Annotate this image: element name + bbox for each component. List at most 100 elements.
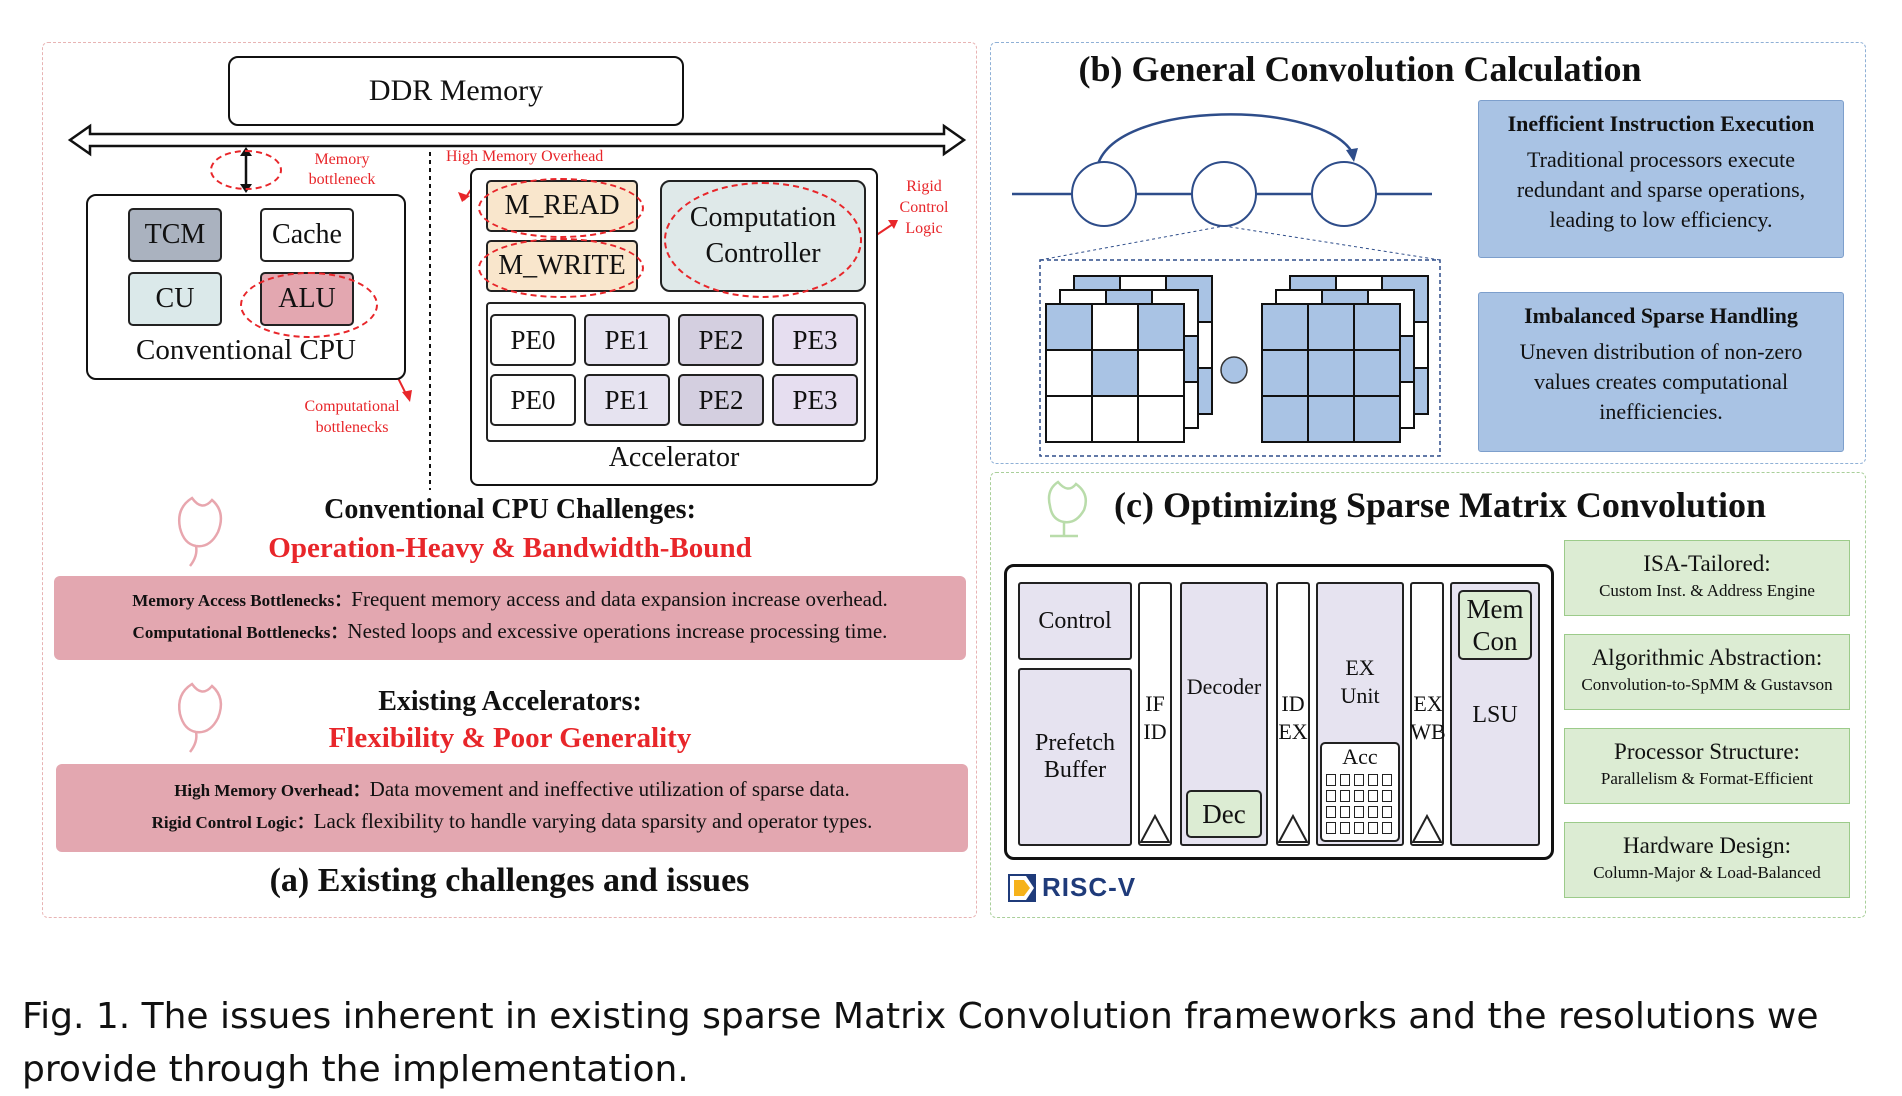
- issue-text: Lack flexibility to handle varying data …: [313, 809, 873, 833]
- tulip-icon: [178, 682, 223, 753]
- issue-key: High Memory Overhead：: [174, 781, 370, 800]
- acc-block: [1320, 742, 1400, 842]
- pe-cell: PE0: [490, 314, 576, 366]
- feature-card: ISA-Tailored:Custom Inst. & Address Engi…: [1564, 540, 1850, 616]
- control-label: Control: [1038, 607, 1112, 634]
- acc-cell: [1354, 806, 1364, 818]
- pe-cell: PE1: [584, 314, 670, 366]
- acc-cell: [1340, 774, 1350, 786]
- decoder-label: Decoder: [1186, 674, 1262, 699]
- panel-c: [990, 472, 1866, 918]
- prefetch-buffer-block: Prefetch Buffer: [1018, 668, 1132, 846]
- accel-issues-box: [56, 764, 968, 852]
- ex-unit-label: EX Unit: [1340, 655, 1380, 708]
- acc-cell: [1326, 806, 1336, 818]
- tulip-icon: [1047, 480, 1087, 538]
- feature-card: Processor Structure:Parallelism & Format…: [1564, 728, 1850, 804]
- alu-ellipse: [240, 272, 378, 338]
- acc-cell: [1382, 774, 1392, 786]
- node-circle: [1311, 161, 1377, 227]
- acc-cell: [1354, 822, 1364, 834]
- pe-cell: PE3: [772, 374, 858, 426]
- pipeline-frame: [1004, 564, 1554, 860]
- panel-a: [42, 42, 977, 918]
- matrix-cell: [1091, 395, 1139, 443]
- feature-card: Hardware Design:Column-Major & Load-Bala…: [1564, 822, 1850, 898]
- memory-bus-arrow: [67, 123, 967, 157]
- dec-block: Dec: [1186, 790, 1262, 838]
- id-ex-register: [1276, 582, 1310, 846]
- issue-line: Computational Bottlenecks：Nested loops a…: [54, 618, 966, 644]
- clock-triangle: [1277, 813, 1309, 843]
- card-text: Traditional processors execute redundant…: [1516, 147, 1806, 232]
- acc-cell: [1354, 790, 1364, 802]
- control-block: Control: [1018, 582, 1132, 660]
- lsu-label: LSU: [1472, 702, 1518, 728]
- accel-subtitle: Flexibility & Poor Generality: [328, 722, 692, 754]
- node-circle: [1071, 161, 1137, 227]
- if-id-register: [1138, 582, 1172, 846]
- acc-grid: [1326, 774, 1396, 838]
- cpu-challenges-subtitle: Operation-Heavy & Bandwidth-Bound: [268, 532, 752, 564]
- acc-cell: [1382, 806, 1392, 818]
- memory-bottleneck-ellipse: [210, 150, 282, 190]
- acc-cell: [1368, 822, 1378, 834]
- matrix-cell: [1045, 395, 1093, 443]
- acc-cell: [1368, 790, 1378, 802]
- pe-array: [486, 302, 866, 442]
- cu-label: CU: [155, 283, 195, 314]
- issue-key: Rigid Control Logic：: [151, 813, 314, 832]
- if-id-label: IF ID: [1143, 691, 1167, 744]
- matrix-cell: [1137, 349, 1185, 397]
- figure-caption: Fig. 1. The issues inherent in existing …: [22, 996, 1819, 1090]
- feature-title: Algorithmic Abstraction:: [1591, 645, 1823, 670]
- feature-title: ISA-Tailored:: [1643, 551, 1771, 576]
- operator-dot: [1220, 356, 1248, 384]
- clock-triangle: [1139, 813, 1171, 843]
- m-read-write-ellipse-top: [478, 178, 644, 238]
- panel-b-title: (b) General Convolution Calculation: [1078, 49, 1642, 89]
- matrix-cell: [1137, 395, 1185, 443]
- cpu-issues-box: [54, 576, 966, 660]
- matrix-cell: [1353, 395, 1401, 443]
- rigid-control-logic-label: Rigid Control Logic: [899, 178, 949, 237]
- matrix-cell: [1307, 395, 1355, 443]
- mem-con-label: Mem Con: [1466, 594, 1524, 656]
- feature-card: Algorithmic Abstraction:Convolution-to-S…: [1564, 634, 1850, 710]
- cpu-label: Conventional CPU: [136, 334, 356, 366]
- acc-cell: [1326, 790, 1336, 802]
- ddr-memory-label: DDR Memory: [368, 74, 544, 107]
- tulip-icon: [178, 496, 223, 567]
- tcm-label: TCM: [144, 219, 206, 250]
- acc-cell: [1382, 822, 1392, 834]
- acc-cell: [1326, 774, 1336, 786]
- ex-wb-label: EX WB: [1410, 691, 1446, 744]
- riscv-logo-text: RISC-V: [1042, 872, 1137, 902]
- matrix-cell: [1137, 303, 1185, 351]
- issue-key: Computational Bottlenecks：: [132, 623, 348, 642]
- cu-block: CU: [128, 272, 222, 326]
- acc-cell: [1340, 806, 1350, 818]
- memory-bottleneck-label: Memory bottleneck: [308, 151, 376, 188]
- acc-cell: [1368, 806, 1378, 818]
- zoom-frame: [1039, 259, 1441, 457]
- panel-c-title: (c) Optimizing Sparse Matrix Convolution: [1114, 485, 1766, 525]
- cache-block: Cache: [260, 208, 354, 262]
- feature-text: Parallelism & Format-Efficient: [1600, 769, 1814, 788]
- feature-title: Hardware Design:: [1623, 833, 1791, 858]
- card-text: Uneven distribution of non-zero values c…: [1519, 339, 1803, 424]
- matrix-cell: [1261, 349, 1309, 397]
- acc-cell: [1382, 790, 1392, 802]
- high-memory-overhead-label: High Memory Overhead: [446, 148, 604, 165]
- panel-a-caption: (a) Existing challenges and issues: [269, 862, 750, 899]
- issue-line: Rigid Control Logic：Lack flexibility to …: [56, 808, 968, 834]
- pe-cell: PE0: [490, 374, 576, 426]
- pe-cell: PE2: [678, 314, 764, 366]
- clock-triangle: [1411, 813, 1443, 843]
